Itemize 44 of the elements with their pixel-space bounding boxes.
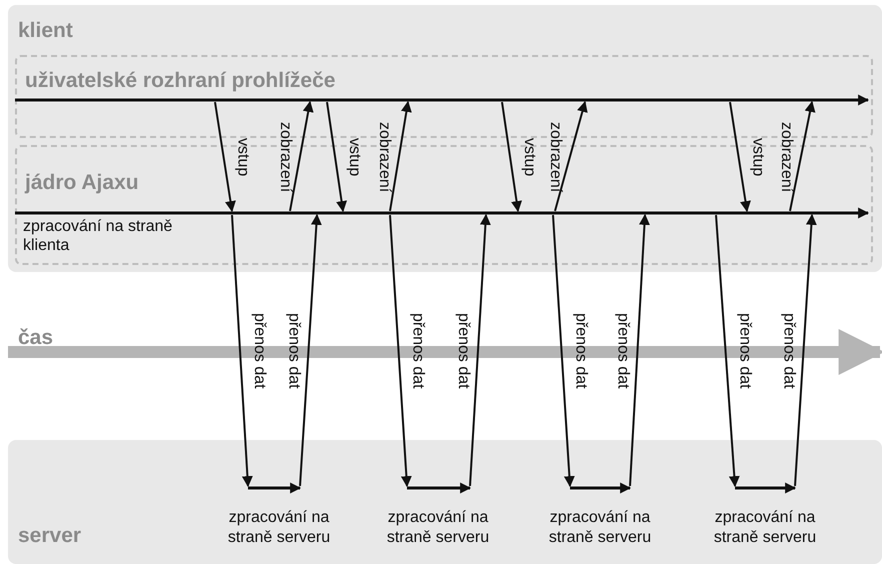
arrow bbox=[299, 214, 322, 486]
region-title: server bbox=[18, 524, 82, 548]
region-band bbox=[8, 440, 882, 564]
edge-label: přenos dat bbox=[780, 312, 798, 388]
region-title: klient bbox=[18, 19, 73, 43]
edge-label: zobrazení bbox=[777, 122, 795, 192]
edge-label: přenos dat bbox=[572, 312, 590, 388]
region-note: zpracování na straně klienta bbox=[23, 217, 174, 255]
edge-label: přenos dat bbox=[408, 312, 426, 388]
region-title: uživatelské rozhraní prohlížeče bbox=[25, 69, 336, 93]
arrow bbox=[289, 100, 314, 212]
arrow bbox=[214, 102, 236, 212]
arrow bbox=[715, 214, 740, 488]
edge-label: přenos dat bbox=[284, 312, 302, 388]
edge-label: přenos dat bbox=[454, 312, 472, 388]
arrow bbox=[629, 214, 650, 486]
process-note: zpracování na straně serveru bbox=[712, 508, 818, 548]
axis-title: čas bbox=[18, 326, 54, 350]
arrow bbox=[552, 214, 575, 488]
edge-label: zobrazení bbox=[276, 122, 294, 192]
edge-label: vstup bbox=[748, 138, 766, 176]
arrow bbox=[789, 100, 816, 212]
edge-label: přenos dat bbox=[250, 312, 268, 388]
arrow bbox=[794, 214, 817, 486]
edge-label: zobrazení bbox=[375, 122, 393, 192]
process-note: zpracování na straně serveru bbox=[548, 508, 652, 548]
process-note: zpracování na straně serveru bbox=[226, 508, 332, 548]
arrow bbox=[469, 214, 491, 486]
arrow bbox=[501, 102, 522, 212]
process-note: zpracování na straně serveru bbox=[386, 508, 490, 548]
arrow bbox=[389, 214, 412, 488]
arrow bbox=[554, 100, 588, 212]
edge-label: přenos dat bbox=[736, 312, 754, 388]
arrow bbox=[729, 102, 751, 212]
region-band bbox=[8, 5, 882, 272]
edge-label: vstup bbox=[234, 138, 252, 176]
edge-label: vstup bbox=[520, 138, 538, 176]
arrow bbox=[389, 100, 412, 212]
edge-label: vstup bbox=[345, 138, 363, 176]
arrow bbox=[326, 102, 347, 212]
edge-label: zobrazení bbox=[546, 122, 564, 192]
arrow bbox=[231, 214, 253, 488]
region-title: jádro Ajaxu bbox=[25, 171, 139, 195]
edge-label: přenos dat bbox=[614, 312, 632, 388]
